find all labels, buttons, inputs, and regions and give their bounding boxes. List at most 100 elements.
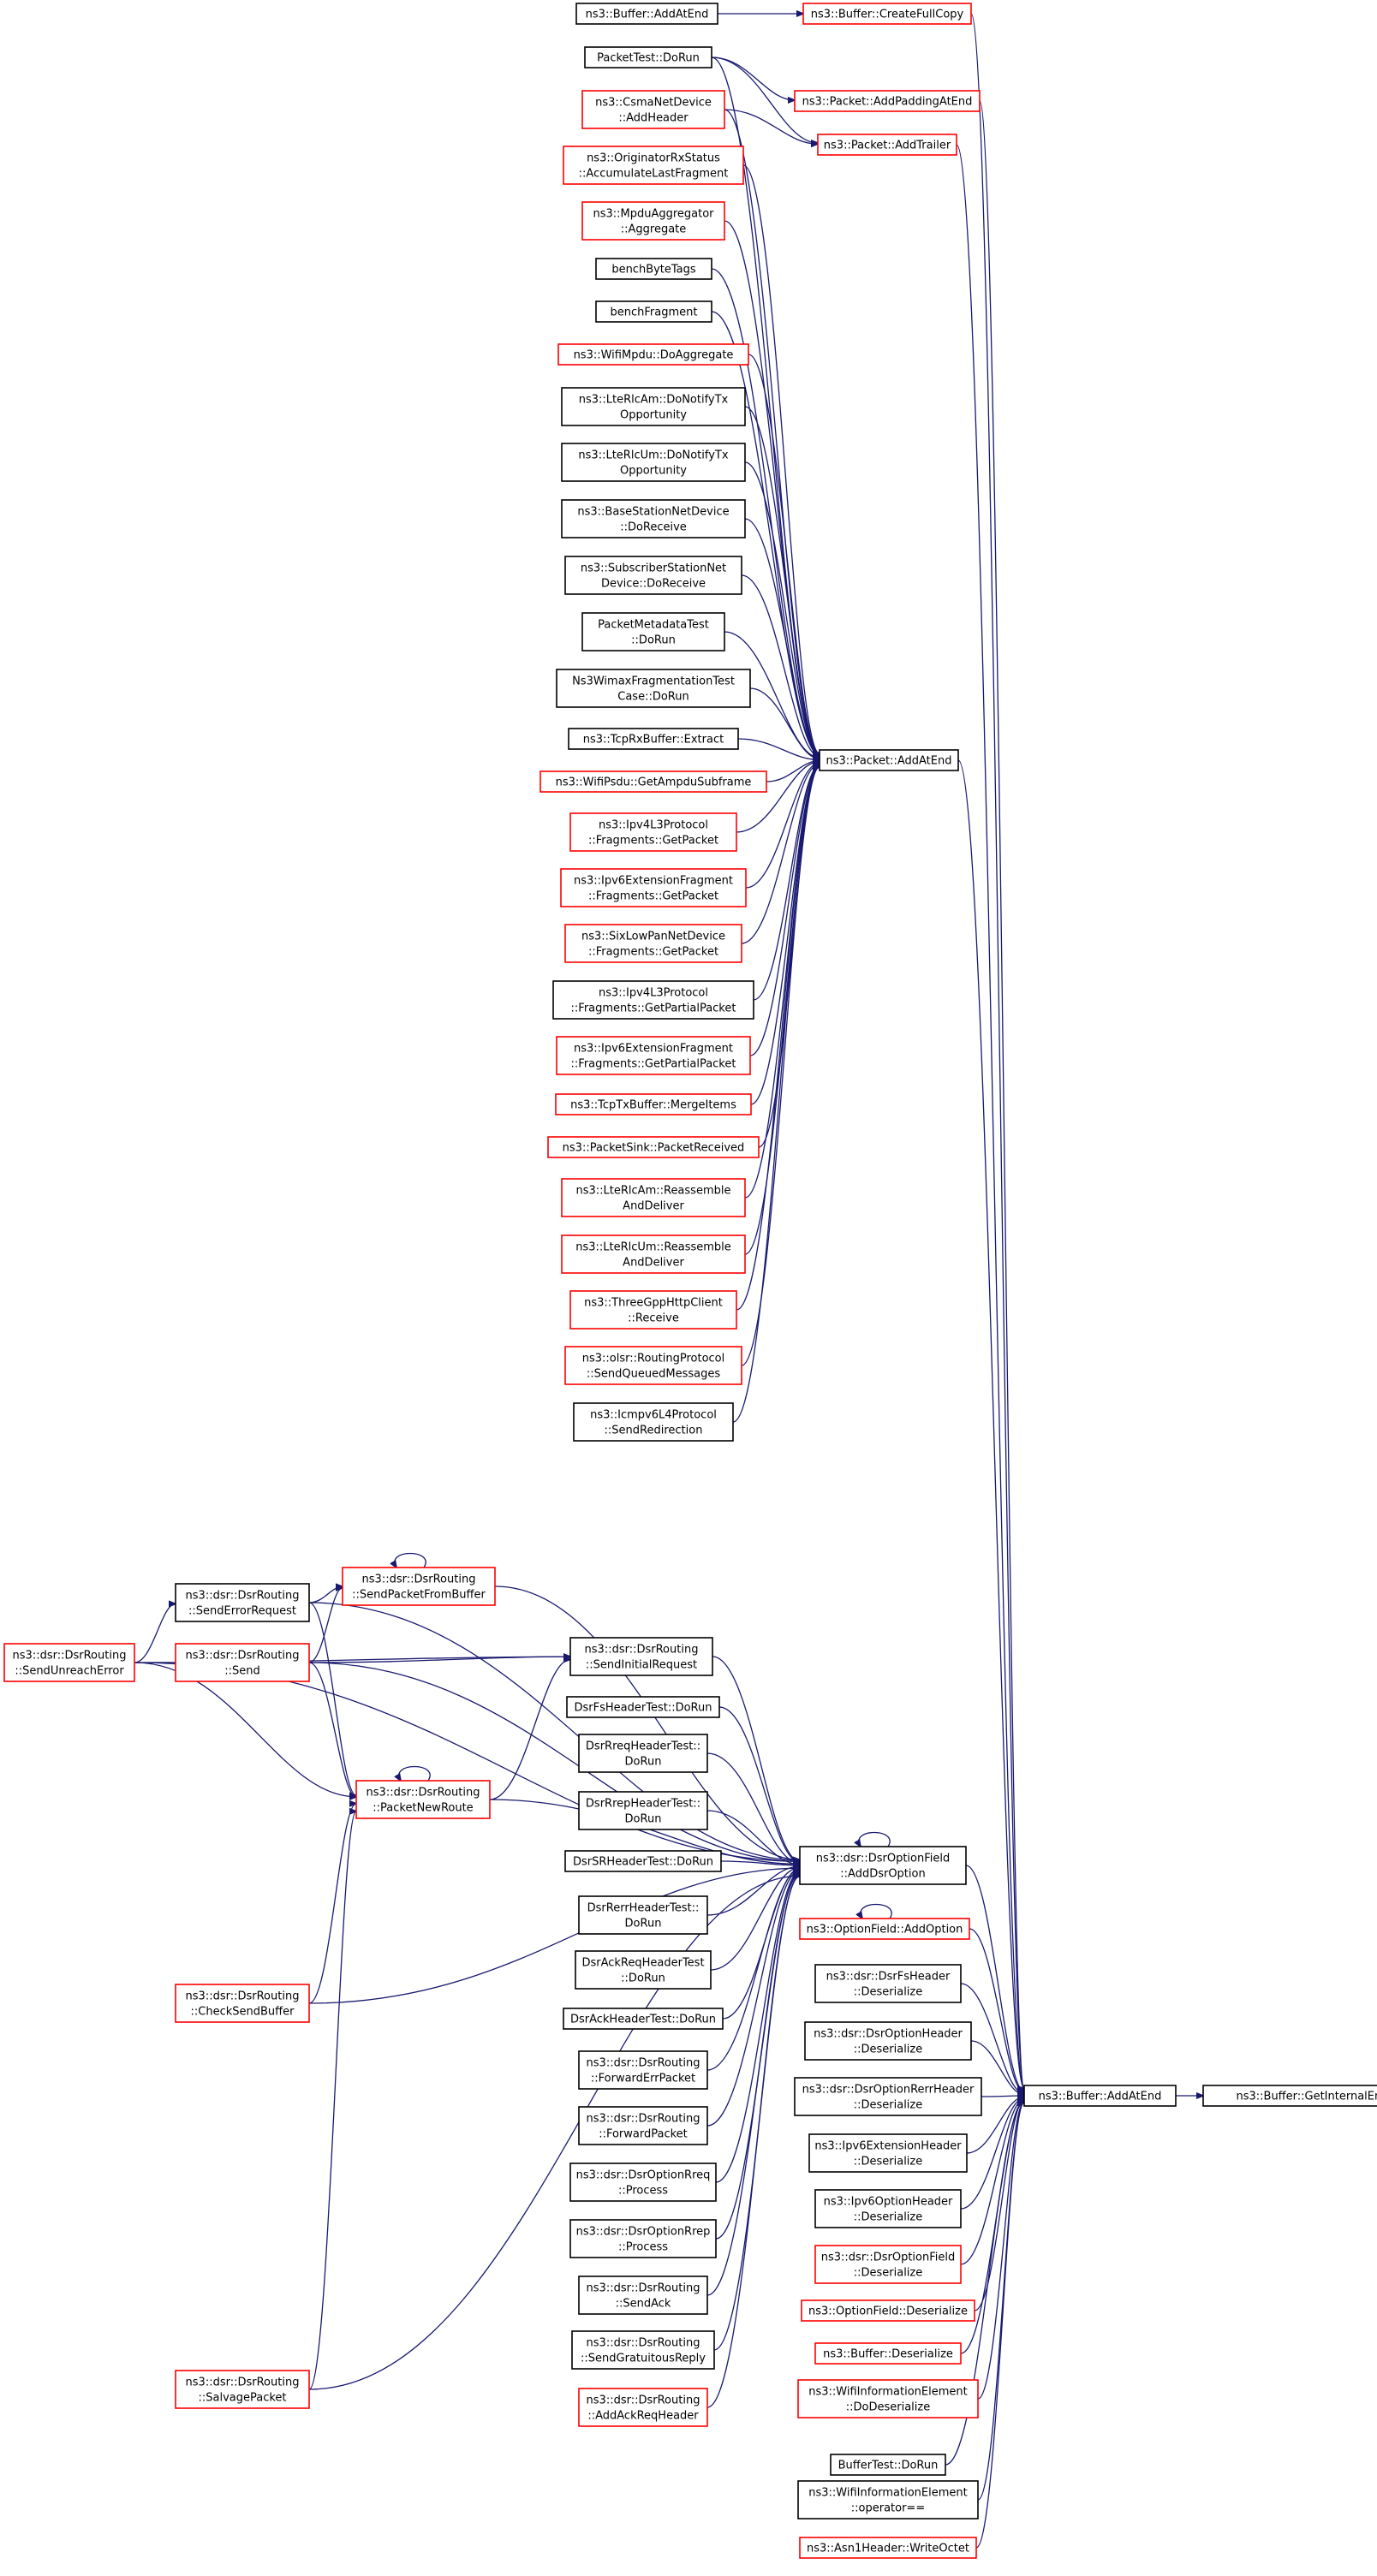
node-dsroptionrreq-process[interactable]: ns3::dsr::DsrOptionRreq::Process [569, 2163, 717, 2202]
node-ipv6ext-getpacket[interactable]: ns3::Ipv6ExtensionFragment::Fragments::G… [560, 868, 747, 907]
node-dsroptionfield-deserialize[interactable]: ns3::dsr::DsrOptionField::Deserialize [814, 2245, 962, 2284]
node-label-line: ::SendAck [616, 2298, 671, 2311]
node-dsrackreqheadertest-dorun[interactable]: DsrAckReqHeaderTest::DoRun [575, 1950, 712, 1990]
node-dsrackheadertest-dorun[interactable]: DsrAckHeaderTest::DoRun [563, 2008, 724, 2030]
node-label-line: ns3::dsr::DsrRouting [367, 1787, 480, 1800]
node-bench-fragment[interactable]: benchFragment [595, 300, 712, 323]
node-label-line: ::DoRun [621, 1972, 665, 1985]
node-dsroptionrerrheader-deserialize[interactable]: ns3::dsr::DsrOptionRerrHeader::Deseriali… [794, 2077, 982, 2116]
node-buf-createfullcopy[interactable]: ns3::Buffer::CreateFullCopy [802, 3, 972, 25]
edge-dsr_packetnewroute-to-dsr_sendinitialrequest [489, 1659, 570, 1800]
node-box [561, 1178, 746, 1217]
node-buffer-deserialize[interactable]: ns3::Buffer::Deserialize [814, 2342, 962, 2365]
node-sixlowpan-getpacket[interactable]: ns3::SixLowPanNetDevice::Fragments::GetP… [564, 924, 742, 963]
node-dsrrreqheadertest-dorun[interactable]: DsrRreqHeaderTest::DoRun [578, 1734, 708, 1773]
node-tcptxbuffer-mergeitems[interactable]: ns3::TcpTxBuffer::MergeItems [555, 1093, 752, 1115]
edge-dsrfsheadertest_dorun-to-dsr_adddsroption [718, 1706, 800, 1862]
node-dsr-sendgratuitousreply[interactable]: ns3::dsr::DsrRouting::SendGratuitousRepl… [571, 2330, 715, 2370]
edge-dsroptionrrep_process-to-dsr_adddsroption [715, 1873, 800, 2240]
node-buffertest-dorun[interactable]: BufferTest::DoRun [830, 2454, 946, 2476]
node-dsroptionrrep-process[interactable]: ns3::dsr::DsrOptionRrep::Process [569, 2219, 717, 2258]
node-box [578, 2276, 708, 2315]
edge-dsr_sendack-to-dsr_adddsroption [706, 1874, 800, 2296]
node-dsr-sendunreacherror[interactable]: ns3::dsr::DsrRouting::SendUnreachError [3, 1643, 135, 1682]
node-dsrfsheadertest-dorun[interactable]: DsrFsHeaderTest::DoRun [566, 1696, 720, 1718]
node-dsrrerrheadertest-dorun[interactable]: DsrRerrHeaderTest::DoRun [578, 1895, 708, 1935]
node-wifiinfo-dodeserialize[interactable]: ns3::WifiInformationElement::DoDeseriali… [797, 2379, 979, 2418]
node-dsrfsheader-deserialize[interactable]: ns3::dsr::DsrFsHeader::Deserialize [814, 1964, 962, 2003]
node-mpdu-aggregate[interactable]: ns3::MpduAggregator::Aggregate [581, 201, 725, 241]
edge-dsr_sendunreacherror-to-dsr_senderrorrequest [134, 1603, 176, 1663]
node-box [584, 46, 712, 68]
node-dsrsrheadertest-dorun[interactable]: DsrSRHeaderTest::DoRun [564, 1850, 722, 1872]
node-label-line: ::Deserialize [854, 2211, 923, 2224]
node-ipv6ext-getpartial[interactable]: ns3::Ipv6ExtensionFragment::Fragments::G… [556, 1036, 751, 1075]
node-dsr-sendack[interactable]: ns3::dsr::DsrRouting::SendAck [578, 2276, 708, 2315]
node-label-line: ::Deserialize [854, 1986, 923, 1999]
node-packettest-dorun[interactable]: PacketTest::DoRun [584, 46, 712, 68]
node-optionfield-deserialize[interactable]: ns3::OptionField::Deserialize [801, 2299, 975, 2322]
node-ipv4l3-getpartial[interactable]: ns3::Ipv4L3Protocol::Fragments::GetParti… [552, 980, 754, 1020]
edge-pkt_addpaddingatend-to-buf_addatend [979, 100, 1024, 2089]
node-ipv6extheader-deserialize[interactable]: ns3::Ipv6ExtensionHeader::Deserialize [808, 2133, 968, 2173]
node-label-line: benchFragment [611, 306, 698, 319]
node-dsr-forwarderrpacket[interactable]: ns3::dsr::DsrRouting::ForwardErrPacket [578, 2050, 708, 2090]
node-dsr-packetnewroute[interactable]: ns3::dsr::DsrRouting::PacketNewRoute [355, 1780, 491, 1819]
node-box [794, 90, 981, 112]
node-dsr-adddsroption[interactable]: ns3::dsr::DsrOptionField::AddDsrOption [799, 1846, 967, 1885]
node-pkt-addpaddingatend[interactable]: ns3::Packet::AddPaddingAtEnd [794, 90, 981, 112]
node-olsr-sendqueued[interactable]: ns3::olsr::RoutingProtocol::SendQueuedMe… [564, 1346, 742, 1385]
node-dsr-sendpacketfrombuffer[interactable]: ns3::dsr::DsrRouting::SendPacketFromBuff… [342, 1567, 496, 1606]
node-dsr-senderrorrequest[interactable]: ns3::dsr::DsrRouting::SendErrorRequest [175, 1583, 310, 1622]
node-tcprxbuffer-extract[interactable]: ns3::TcpRxBuffer::Extract [568, 728, 739, 750]
edge-dsr_sendpacketfrombuffer-to-dsr_adddsroption [494, 1585, 800, 1859]
node-box [808, 2133, 968, 2173]
edge-dsr_sendpacketfrombuffer-to-dsr_sendpacketfrombuffer [395, 1552, 426, 1568]
node-ipv6optionheader-deserialize[interactable]: ns3::Ipv6OptionHeader::Deserialize [814, 2189, 962, 2228]
node-dsroptionheader-deserialize[interactable]: ns3::dsr::DsrOptionHeader::Deserialize [804, 2021, 972, 2061]
node-dsr-checksendbuffer[interactable]: ns3::dsr::DsrRouting::CheckSendBuffer [175, 1984, 310, 2023]
node-box [569, 812, 737, 852]
node-ssnetdev-doreceive[interactable]: ns3::SubscriberStationNetDevice::DoRecei… [564, 556, 742, 595]
node-bsnetdev-doreceive[interactable]: ns3::BaseStationNetDevice::DoReceive [561, 499, 746, 538]
node-asn1header-writeoctet[interactable]: ns3::Asn1Header::WriteOctet [799, 2537, 977, 2559]
node-label-line: ns3::Buffer::GetInternalEnd [1236, 2091, 1377, 2103]
node-dsrrrepheadertest-dorun[interactable]: DsrRrepHeaderTest::DoRun [578, 1791, 708, 1830]
node-wifimpdu-doaggregate[interactable]: ns3::WifiMpdu::DoAggregate [557, 343, 749, 366]
node-ipv4l3-getpacket[interactable]: ns3::Ipv4L3Protocol::Fragments::GetPacke… [569, 812, 737, 852]
node-label-line: ns3::OptionField::AddOption [807, 1924, 963, 1936]
node-box [564, 1850, 722, 1872]
node-buf-addatend[interactable]: ns3::Buffer::AddAtEnd [1023, 2085, 1177, 2107]
node-buf-getinternalend[interactable]: ns3::Buffer::GetInternalEnd [1202, 2085, 1377, 2107]
node-dsr-forwardpacket[interactable]: ns3::dsr::DsrRouting::ForwardPacket [578, 2106, 708, 2145]
node-dsr-salvagepacket[interactable]: ns3::dsr::DsrRouting::SalvagePacket [175, 2370, 310, 2409]
node-csma-addheader[interactable]: ns3::CsmaNetDevice::AddHeader [581, 90, 725, 129]
node-wifipsdu-getampdu[interactable]: ns3::WifiPsdu::GetAmpduSubframe [539, 770, 767, 793]
node-packetsink-received[interactable]: ns3::PacketSink::PacketReceived [547, 1136, 760, 1158]
node-dsr-send[interactable]: ns3::dsr::DsrRouting::Send [175, 1643, 310, 1682]
node-pkt-addatend[interactable]: ns3::Packet::AddAtEnd [819, 749, 959, 771]
node-threegpp-receive[interactable]: ns3::ThreeGppHttpClient::Receive [569, 1290, 737, 1330]
node-bench-bytetags[interactable]: benchByteTags [595, 258, 712, 280]
edge-ipv6ext_getpacket-to-pkt_addatend [745, 763, 820, 889]
node-buf-addatend-top[interactable]: ns3::Buffer::AddAtEnd [575, 3, 718, 25]
node-originator-accum[interactable]: ns3::OriginatorRxStatus::AccumulateLastF… [563, 146, 744, 185]
node-dsr-sendinitialrequest[interactable]: ns3::dsr::DsrRouting::SendInitialRequest [569, 1637, 713, 1676]
node-label-line: ns3::Packet::AddAtEnd [826, 755, 952, 768]
node-dsr-addackreqheader[interactable]: ns3::dsr::DsrRouting::AddAckReqHeader [578, 2388, 708, 2427]
nodes-layer: ns3::Buffer::GetInternalEndns3::Buffer::… [3, 3, 1377, 2559]
node-label-line: ns3::dsr::DsrRouting [186, 1990, 300, 2003]
node-label-line: Device::DoReceive [601, 578, 706, 591]
node-pkt-addtrailer[interactable]: ns3::Packet::AddTrailer [817, 134, 957, 156]
node-label-line: ns3::Ipv6OptionHeader [824, 2196, 953, 2209]
node-optionfield-addoption[interactable]: ns3::OptionField::AddOption [799, 1918, 970, 1940]
node-pktmetadatatest-dorun[interactable]: PacketMetadataTest::DoRun [581, 612, 725, 651]
node-icmpv6-sendredirection[interactable]: ns3::Icmpv6L4Protocol::SendRedirection [573, 1402, 734, 1442]
node-wifiinfo-operatoreq[interactable]: ns3::WifiInformationElement::operator== [797, 2480, 979, 2519]
edge-dsrrrepheadertest_dorun-to-dsr_adddsroption [706, 1810, 800, 1865]
